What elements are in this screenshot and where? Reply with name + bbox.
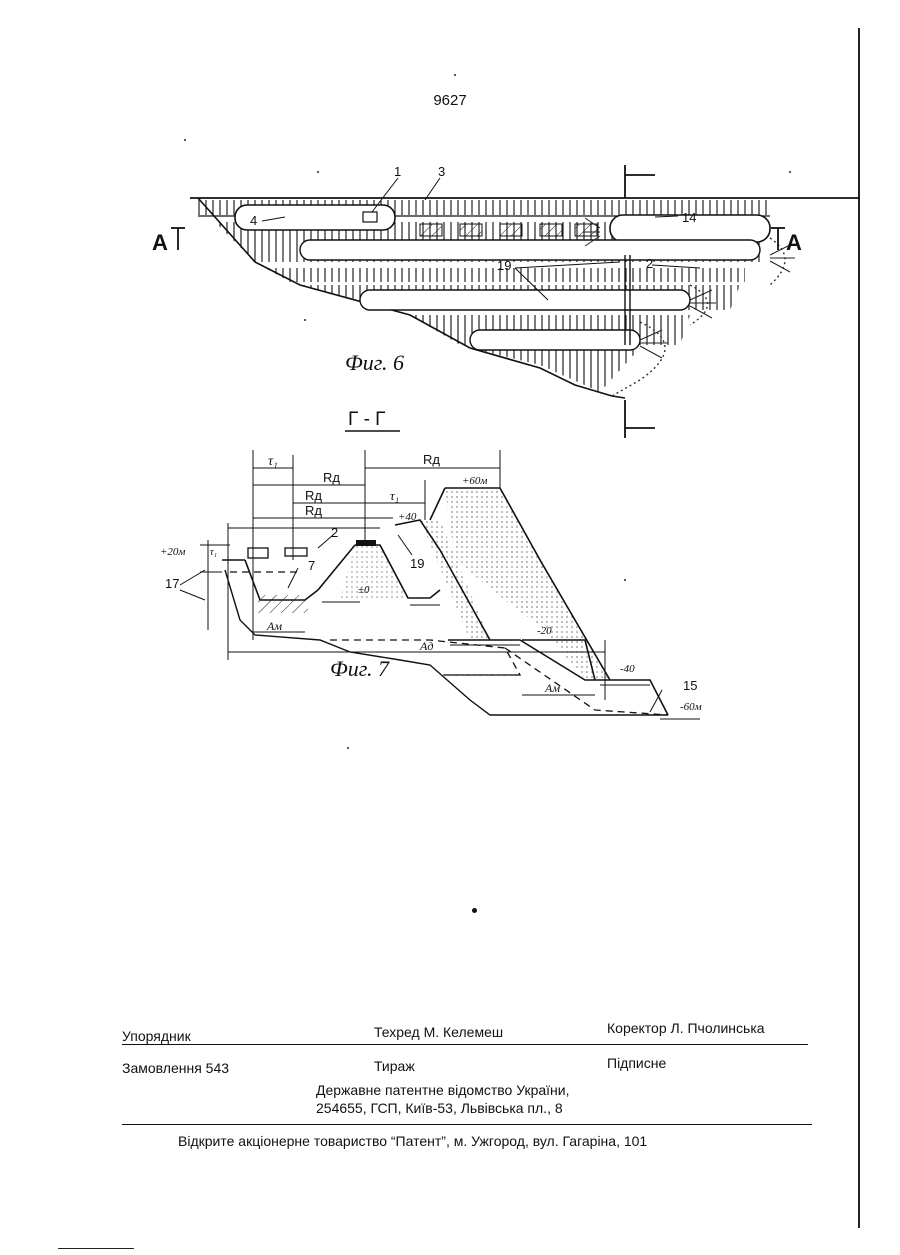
- figures-drawing: А А 1 3 4 14 19 2 Фиг. 6 Г - Г: [0, 0, 900, 760]
- elev-minus60: -60м: [680, 701, 702, 713]
- rd-label-2: Rд: [423, 452, 440, 467]
- label-19-fig7: 19: [410, 556, 424, 571]
- am-label-1: Aм: [266, 619, 282, 633]
- label-19: 19: [497, 258, 511, 273]
- rd-label-1: Rд: [323, 470, 340, 485]
- label-2: 2: [646, 256, 653, 271]
- section-marker-g-top: [625, 165, 655, 198]
- tunnel-level-2: [300, 240, 760, 260]
- elev-plus20: +20м: [160, 546, 185, 558]
- figure-6: А А 1 3 4 14 19 2 Фиг. 6: [152, 164, 860, 438]
- elev-zero: ±0: [358, 584, 370, 596]
- rd-label-3: Rд: [305, 488, 322, 503]
- section-arrow-right: [771, 228, 785, 250]
- figure-6-caption: Фиг. 6: [345, 350, 404, 375]
- colophon-circulation: Тираж: [374, 1058, 415, 1074]
- am-label-2: Aм: [544, 681, 560, 695]
- tau1-left: τ₁: [210, 547, 217, 558]
- label-15: 15: [683, 678, 697, 693]
- figure-7-caption: Фиг. 7: [330, 656, 390, 681]
- label-3: 3: [438, 164, 445, 179]
- section-title-g-g: Г - Г: [348, 409, 385, 430]
- label-1: 1: [394, 164, 401, 179]
- colophon-publisher: Відкрите акціонерне товариство “Патент”,…: [178, 1133, 647, 1149]
- colophon-office-line2: 254655, ГСП, Київ-53, Львівська пл., 8: [316, 1100, 563, 1116]
- elev-minus20: -20: [537, 625, 552, 637]
- label-14: 14: [682, 210, 696, 225]
- colophon-techred: Техред М. Келемеш: [374, 1024, 503, 1040]
- section-label-a-right: А: [786, 230, 802, 255]
- ad-label: Aд: [419, 639, 433, 653]
- colophon-rule-bottom: [122, 1124, 812, 1125]
- tau1-middle: τ₁: [390, 488, 399, 503]
- colophon-rule-top: [122, 1044, 808, 1045]
- excavator-top: [248, 548, 268, 558]
- tunnel-level-4: [470, 330, 640, 350]
- elev-minus40: -40: [620, 663, 635, 675]
- colophon-corrector: Коректор Л. Пчолинська: [607, 1020, 765, 1036]
- label-2-fig7: 2: [331, 525, 338, 540]
- label-7: 7: [308, 558, 315, 573]
- label-17: 17: [165, 576, 179, 591]
- elev-plus40: +40: [398, 511, 417, 523]
- tau1-top: τ₁: [268, 454, 278, 469]
- section-label-a-left: А: [152, 230, 168, 255]
- section-marker-g-bottom: [625, 400, 655, 438]
- bench-rubble: [258, 595, 308, 613]
- scan-dot: [472, 908, 477, 913]
- label-4: 4: [250, 213, 257, 228]
- colophon-office-line1: Державне патентне відомство України,: [316, 1082, 570, 1098]
- rd-label-4: Rд: [305, 503, 322, 518]
- rig-block: [356, 540, 376, 546]
- tunnel-level-3: [360, 290, 690, 310]
- colophon-compiler: Упорядник: [122, 1028, 191, 1044]
- colophon-order: Замовлення 543: [122, 1060, 229, 1076]
- bottom-edge-mark: [58, 1248, 134, 1249]
- section-arrow-left: [171, 228, 185, 250]
- elev-plus60: +60м: [462, 475, 487, 487]
- figure-7: Г - Г: [160, 409, 702, 719]
- colophon-signed: Підписне: [607, 1055, 666, 1071]
- dump-truck-top: [285, 548, 307, 556]
